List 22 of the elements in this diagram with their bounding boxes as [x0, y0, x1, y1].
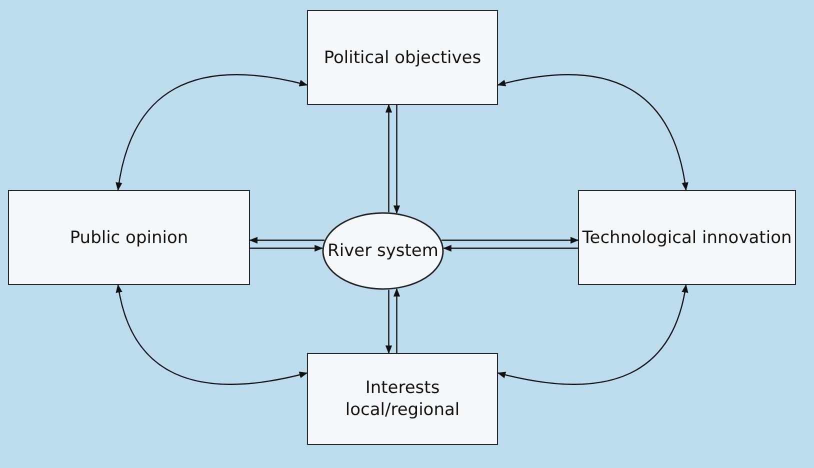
curved-double-arrow: [497, 284, 688, 385]
system-ellipse: [322, 212, 444, 290]
node-label: Interests local/regional: [344, 377, 461, 421]
curved-double-arrow: [497, 74, 688, 191]
node-label: Public opinion: [70, 226, 188, 248]
node-label: River system: [328, 240, 438, 262]
process-box: [307, 10, 498, 105]
arrow: [393, 288, 400, 353]
curved-double-arrow: [116, 284, 308, 385]
node-label: Technological innovation: [582, 226, 792, 248]
arrow: [250, 244, 323, 252]
process-box: [307, 353, 498, 445]
process-box: [578, 190, 796, 285]
arrow: [443, 244, 578, 252]
curved-double-arrow: [116, 74, 308, 191]
arrow: [442, 236, 579, 244]
arrow: [385, 290, 392, 354]
arrow: [393, 105, 400, 214]
arrow: [385, 104, 392, 212]
process-box: [8, 190, 250, 285]
node-label: Political objectives: [324, 46, 482, 68]
arrow: [249, 236, 324, 244]
